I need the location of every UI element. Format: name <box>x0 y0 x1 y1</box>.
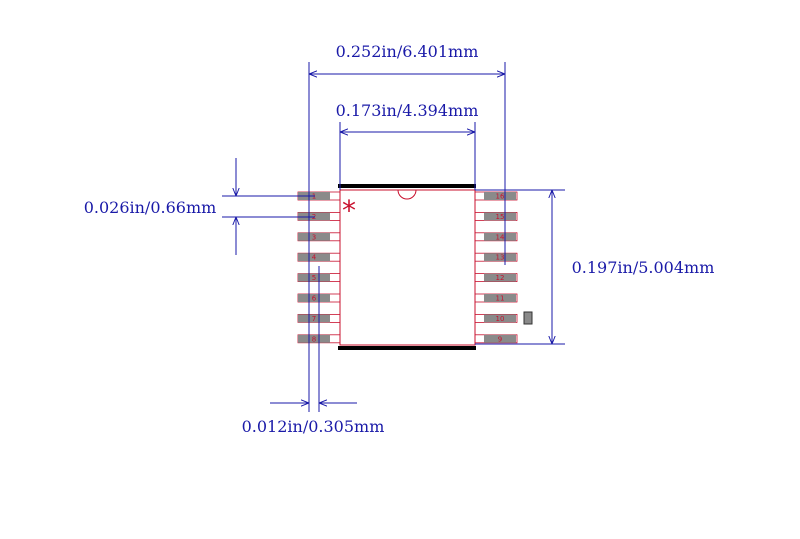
pin-label-12: 12 <box>496 274 505 282</box>
pad-10 <box>484 314 516 323</box>
pin-label-4: 4 <box>312 254 317 262</box>
pin-label-11: 11 <box>496 295 505 303</box>
pin-label-3: 3 <box>312 233 316 241</box>
pin-label-10: 10 <box>496 315 505 323</box>
pin-label-9: 9 <box>498 335 502 343</box>
pin-label-15: 15 <box>496 213 505 221</box>
pad-2 <box>298 212 330 221</box>
pad-9 <box>484 334 516 343</box>
pin-label-8: 8 <box>312 335 316 343</box>
pin1-marker: * <box>342 194 356 227</box>
pad-13 <box>484 253 516 262</box>
dim-body-length: 0.197in/5.004mm <box>475 189 715 345</box>
silkscreen-bottom-bar <box>338 346 476 350</box>
pin-label-14: 14 <box>496 233 505 241</box>
dim-pitch-label: 0.026in/0.66mm <box>84 198 217 217</box>
pad-6 <box>298 294 330 302</box>
orientation-mark <box>523 311 533 325</box>
dim-pitch: 0.026in/0.66mm <box>84 158 315 255</box>
dim-pad-width: 0.012in/0.305mm <box>242 266 385 436</box>
pin-label-5: 5 <box>312 274 316 282</box>
pad-7 <box>298 314 330 323</box>
pad-3 <box>298 232 330 241</box>
pads-group: 12345678161514131211109 <box>297 191 518 343</box>
pin-label-6: 6 <box>312 295 317 303</box>
package-body-outline <box>339 189 476 346</box>
pad-4 <box>298 253 330 262</box>
pad-14 <box>484 232 516 241</box>
pad-8 <box>298 334 330 343</box>
silkscreen-top-bar <box>338 184 476 188</box>
pad-5 <box>298 273 330 282</box>
dim-overall-width-label: 0.252in/6.401mm <box>336 42 479 61</box>
dim-body-length-label: 0.197in/5.004mm <box>572 258 715 277</box>
pad-15 <box>484 212 516 221</box>
pin-label-13: 13 <box>496 254 505 262</box>
dim-body-width: 0.173in/4.394mm <box>336 101 479 190</box>
dim-pad-width-label: 0.012in/0.305mm <box>242 417 385 436</box>
dim-overall-width: 0.252in/6.401mm <box>308 42 506 412</box>
dim-body-width-label: 0.173in/4.394mm <box>336 101 479 120</box>
pin1-notch <box>397 189 417 200</box>
pad-16 <box>484 192 516 200</box>
pad-11 <box>484 294 516 302</box>
pin-label-16: 16 <box>496 193 505 201</box>
pad-12 <box>484 273 516 282</box>
pin-label-7: 7 <box>312 315 316 323</box>
